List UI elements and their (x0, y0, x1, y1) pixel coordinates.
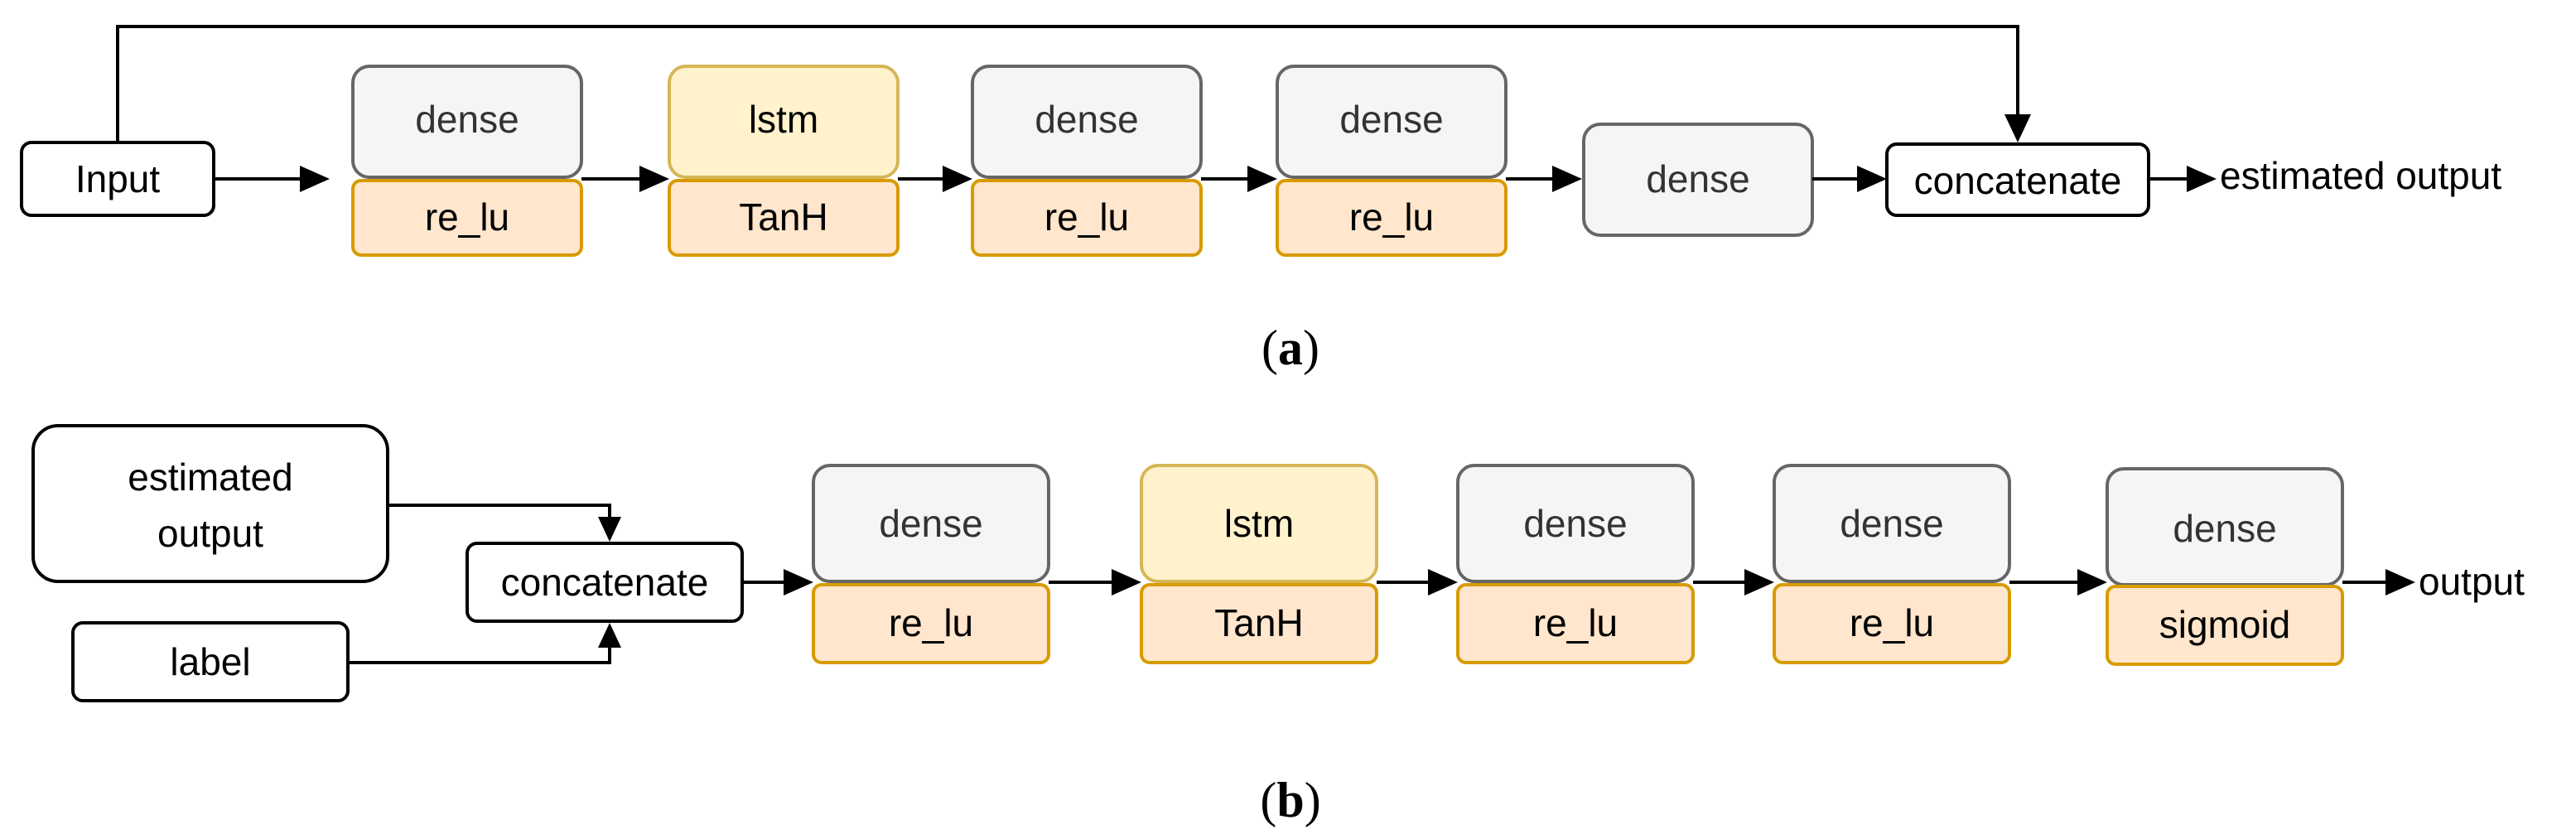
layer-a4-top-label: dense (1339, 98, 1443, 141)
layer-a4-bottom-label: re_lu (1349, 195, 1434, 239)
input-node-label: Input (75, 157, 161, 200)
edge-estimated-output-to-concatenate (388, 504, 611, 522)
activation-block (1140, 583, 1378, 664)
lstm-block (668, 65, 900, 179)
output-label: output (2419, 560, 2525, 603)
activation-block (971, 179, 1203, 257)
edge-label-to-concatenate (348, 643, 611, 664)
activation-block (812, 583, 1050, 664)
edge-a1-to-a2-arrowhead (639, 166, 669, 192)
layer-b2: lstm TanH (1140, 464, 1378, 664)
edge-input-to-layer1-arrowhead (300, 166, 330, 192)
activation-block (2106, 585, 2344, 666)
dense-block (1773, 464, 2011, 583)
layer-b1-bottom-label: re_lu (889, 601, 973, 644)
layer-b5: dense sigmoid (2106, 467, 2344, 666)
edge-b4-to-b5-arrowhead (2077, 569, 2107, 595)
layer-b3: dense re_lu (1456, 464, 1695, 664)
layer-a3-bottom-label: re_lu (1044, 195, 1129, 239)
activation-block (1276, 179, 1507, 257)
layer-a1-bottom-label: re_lu (425, 195, 509, 239)
estimated-output-node-line2: output (157, 512, 263, 555)
layer-a2: lstm TanH (668, 65, 900, 257)
estimated-output-node (31, 424, 389, 583)
label-node-label: label (170, 640, 250, 683)
edge-concatenate-to-output-arrowhead (2187, 166, 2217, 192)
layer-b3-bottom-label: re_lu (1533, 601, 1618, 644)
skip-connection-arrowhead (2004, 114, 2031, 142)
layer-a1-top-label: dense (415, 98, 519, 141)
dense-block (812, 464, 1050, 583)
dense-block (971, 65, 1203, 179)
caption-a-letter: a (1278, 321, 1303, 375)
layer-b1: dense re_lu (812, 464, 1050, 664)
layer-a4: dense re_lu (1276, 65, 1507, 257)
lstm-block (1140, 464, 1378, 583)
edge-concatenate-to-b1-arrowhead (784, 569, 813, 595)
skip-connection-edge (116, 25, 2019, 142)
final-dense-label: dense (1646, 157, 1749, 200)
activation-block (668, 179, 900, 257)
layer-b1-top-label: dense (879, 502, 982, 545)
activation-block (351, 179, 583, 257)
dense-block (351, 65, 583, 179)
concatenate-label: concatenate (1914, 159, 2122, 202)
layer-b4-top-label: dense (1840, 502, 1943, 545)
layer-a2-bottom-label: TanH (739, 195, 827, 239)
estimated-output-node-line1: estimated (128, 456, 292, 499)
layer-b4: dense re_lu (1773, 464, 2011, 664)
edge-a2-to-a3-arrowhead (943, 166, 972, 192)
dense-block (1456, 464, 1695, 583)
layer-b4-bottom-label: re_lu (1850, 601, 1934, 644)
edge-dense-to-concatenate-arrowhead (1857, 166, 1887, 192)
layer-b5-bottom-label: sigmoid (2159, 603, 2291, 646)
activation-block (1456, 583, 1695, 664)
caption-b: (b) (1260, 773, 1320, 827)
edge-a4-to-a5-arrowhead (1552, 166, 1582, 192)
edge-label-to-concatenate-arrowhead (598, 623, 621, 648)
diagram-a: Input dense re_lu lstm TanH dense re_lu (20, 25, 2501, 375)
layer-b5-top-label: dense (2173, 507, 2276, 550)
concatenate-label: concatenate (501, 561, 709, 604)
caption-b-letter: b (1276, 773, 1304, 827)
diagram-b: estimated output label concatenate dense… (31, 424, 2525, 827)
layer-a2-top-label: lstm (749, 98, 818, 141)
edge-b3-to-b4-arrowhead (1744, 569, 1774, 595)
edge-a3-to-a4-arrowhead (1247, 166, 1277, 192)
layer-a3-top-label: dense (1035, 98, 1138, 141)
edge-b2-to-b3-arrowhead (1428, 569, 1458, 595)
dense-block (1276, 65, 1507, 179)
layer-b3-top-label: dense (1523, 502, 1627, 545)
caption-a: (a) (1261, 321, 1319, 375)
edge-b5-to-output-arrowhead (2385, 569, 2415, 595)
estimated-output-label: estimated output (2220, 154, 2501, 197)
edge-b1-to-b2-arrowhead (1112, 569, 1141, 595)
activation-block (1773, 583, 2011, 664)
layer-b2-bottom-label: TanH (1214, 601, 1303, 644)
layer-a1: dense re_lu (351, 65, 583, 257)
edge-estimated-output-to-concatenate-arrowhead (598, 517, 621, 542)
layer-a3: dense re_lu (971, 65, 1203, 257)
layer-b2-top-label: lstm (1224, 502, 1294, 545)
